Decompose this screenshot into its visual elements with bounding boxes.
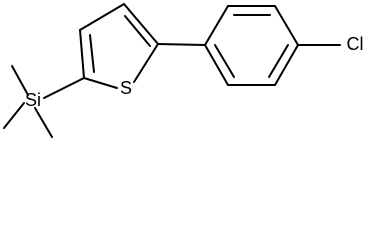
structure-drawing: Si S Cl	[3, 3, 364, 138]
phenyl-c4-c5-double-bond	[268, 44, 289, 78]
phenyl-c1-c2-bond	[204, 5, 229, 46]
si-methyl-up-bond	[11, 65, 29, 96]
thiophene-c4-c5-bond	[123, 3, 159, 45]
si-methyl-left-bond	[3, 102, 25, 129]
thiophene-c3-c4-bond	[79, 3, 125, 31]
phenyl-c6-c1-double-bond	[214, 44, 235, 78]
thiophene-phenyl-bond	[157, 43, 206, 46]
thiophene-c5-s-bond	[133, 43, 159, 83]
biaryl-bond-group	[157, 43, 206, 46]
phenyl-c3-c4-bond	[274, 5, 299, 46]
si-thiophene-bond	[43, 77, 85, 99]
molecule-canvas: Si S Cl	[3, 3, 364, 138]
thiophene-c2-c3-bond	[79, 29, 85, 79]
thiophene-c2-c3-double-bond	[89, 34, 95, 73]
thiophene-s-c2-bond	[83, 77, 118, 89]
phenyl-ring-bonds	[204, 5, 341, 86]
phenyl-c4-c5-bond	[274, 44, 299, 86]
thiophene-ring-bonds	[79, 3, 159, 89]
si-methyl-down-bond	[34, 107, 53, 138]
chlorine-label: Cl	[347, 34, 364, 54]
silicon-label: Si	[25, 90, 41, 110]
sulfur-label: S	[120, 78, 132, 98]
phenyl-c6-c1-bond	[204, 44, 229, 86]
thiophene-c4-c5-double-bond	[124, 15, 151, 47]
trimethylsilyl-bonds	[3, 65, 85, 138]
